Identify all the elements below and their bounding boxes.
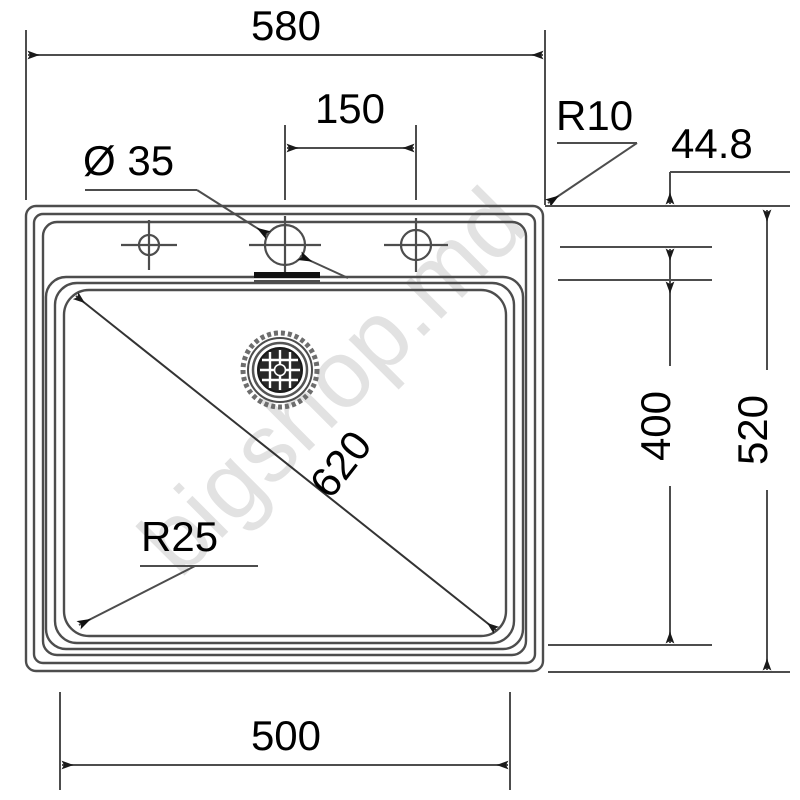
tap-hole-center bbox=[249, 216, 321, 274]
bowl-floor bbox=[62, 288, 508, 638]
tap-hole-right bbox=[384, 218, 448, 272]
dim-bowl-width-500 bbox=[59, 692, 511, 790]
tap-hole-group bbox=[121, 216, 448, 274]
dim-label-r10: R10 bbox=[556, 92, 633, 139]
leader-radius-r10 bbox=[545, 142, 638, 208]
leader-radius-r25 bbox=[76, 565, 258, 630]
sink-rim-inner-edge bbox=[32, 212, 537, 665]
dim-label-r25: R25 bbox=[141, 513, 218, 560]
leader-line-r10 bbox=[545, 142, 638, 208]
leader-line-d35 bbox=[196, 189, 271, 240]
leader-line-r25 bbox=[76, 565, 196, 630]
dim-label-580: 580 bbox=[251, 2, 321, 49]
dim-rim-thickness-44-8 bbox=[665, 171, 790, 330]
leader-line-d35-b bbox=[297, 251, 349, 279]
dim-tap-spacing-150 bbox=[284, 125, 417, 200]
dim-label-520: 520 bbox=[729, 395, 776, 465]
dim-overall-width-580 bbox=[25, 30, 546, 205]
dim-diagonal-620 bbox=[72, 292, 500, 634]
dim-label-diameter-35: Ø 35 bbox=[83, 137, 174, 184]
dim-label-500: 500 bbox=[251, 712, 321, 759]
drain-strainer bbox=[240, 330, 320, 410]
leader-diameter-35 bbox=[85, 189, 349, 279]
dim-label-400: 400 bbox=[632, 391, 679, 461]
dim-label-150: 150 bbox=[315, 85, 385, 132]
right-extension-lines bbox=[545, 205, 790, 673]
sink-geometry bbox=[24, 204, 545, 673]
dim-line-620 bbox=[72, 292, 500, 634]
tap-hole-left bbox=[121, 220, 177, 270]
overflow-slot bbox=[254, 272, 320, 282]
sink-outer-rim bbox=[24, 204, 545, 673]
bowl-wall bbox=[53, 281, 516, 645]
dim-label-44-8: 44.8 bbox=[671, 120, 753, 167]
